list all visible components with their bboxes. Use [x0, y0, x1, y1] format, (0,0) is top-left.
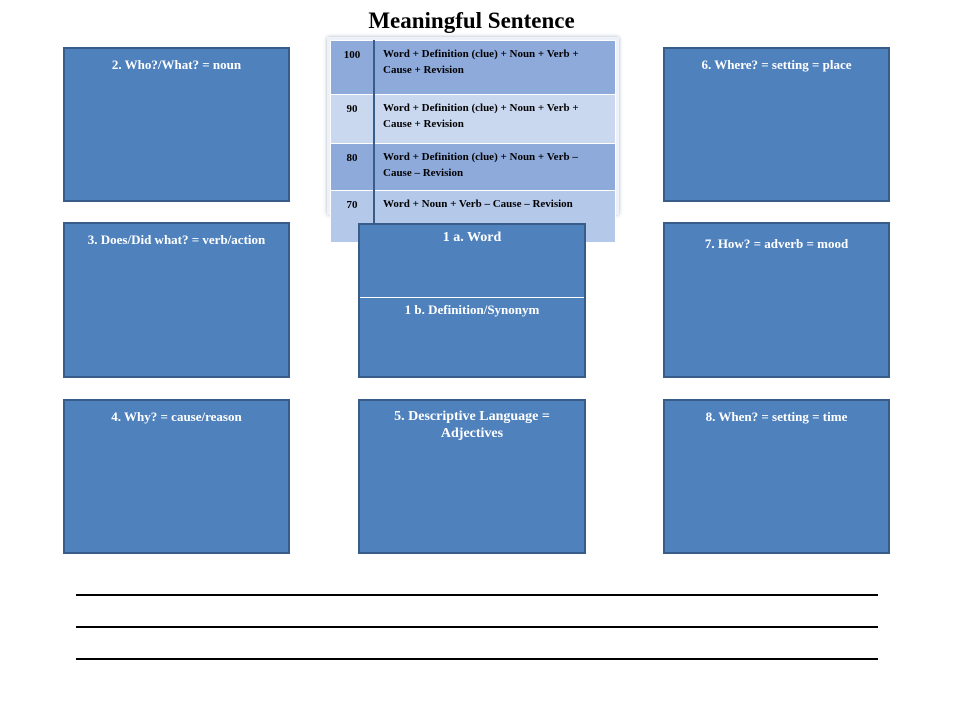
page-title: Meaningful Sentence — [368, 8, 575, 33]
rubric-description: Word + Definition (clue) + Noun + Verb +… — [373, 40, 616, 95]
writing-line[interactable] — [76, 626, 878, 628]
when-label: 8. When? = setting = time — [705, 409, 848, 424]
where-box[interactable]: 6. Where? = setting = place — [663, 47, 890, 202]
does-did-what-box[interactable]: 3. Does/Did what? = verb/action — [63, 222, 290, 378]
how-label: 7. How? = adverb = mood — [704, 236, 849, 251]
when-box[interactable]: 8. When? = setting = time — [663, 399, 890, 554]
rubric-row: 80 Word + Definition (clue) + Noun + Ver… — [330, 143, 616, 191]
word-definition-box[interactable]: 1 a. Word 1 b. Definition/Synonym — [358, 223, 586, 378]
word-label: 1 a. Word — [442, 230, 502, 245]
rubric-score: 80 — [330, 143, 375, 191]
rubric-description: Word + Definition (clue) + Noun + Verb –… — [373, 143, 616, 191]
rubric-row: 100 Word + Definition (clue) + Noun + Ve… — [330, 40, 616, 95]
rubric-score: 70 — [330, 190, 375, 243]
rubric-score: 90 — [330, 94, 375, 144]
who-what-box[interactable]: 2. Who?/What? = noun — [63, 47, 290, 202]
scoring-rubric-table: 100 Word + Definition (clue) + Noun + Ve… — [327, 37, 619, 243]
writing-line[interactable] — [76, 594, 878, 596]
descriptive-language-label: 5. Descriptive Language = Adjectives — [394, 409, 550, 441]
does-did-what-label: 3. Does/Did what? = verb/action — [87, 232, 266, 247]
definition-label: 1 b. Definition/Synonym — [404, 302, 540, 317]
word-definition-divider — [360, 297, 584, 298]
rubric-row: 90 Word + Definition (clue) + Noun + Ver… — [330, 94, 616, 144]
descriptive-language-box[interactable]: 5. Descriptive Language = Adjectives — [358, 399, 586, 554]
rubric-score: 100 — [330, 40, 375, 95]
who-what-label: 2. Who?/What? = noun — [111, 57, 242, 72]
why-box[interactable]: 4. Why? = cause/reason — [63, 399, 290, 554]
why-label: 4. Why? = cause/reason — [111, 409, 242, 424]
rubric-description: Word + Definition (clue) + Noun + Verb +… — [373, 94, 616, 144]
writing-line[interactable] — [76, 658, 878, 660]
where-label: 6. Where? = setting = place — [701, 57, 852, 72]
how-box[interactable]: 7. How? = adverb = mood — [663, 222, 890, 378]
